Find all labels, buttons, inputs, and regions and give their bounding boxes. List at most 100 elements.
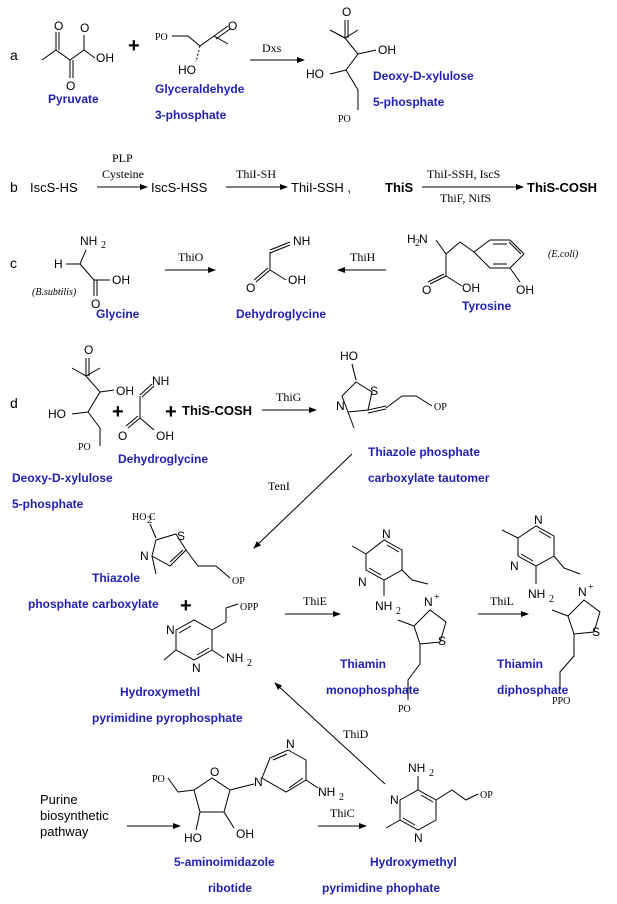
atom-oh: OH: [462, 281, 480, 295]
enzyme-plp: PLP: [112, 151, 133, 165]
air-label-line2: ribotide: [208, 881, 252, 895]
atom-o: O: [210, 765, 219, 779]
atom-oh: OH: [96, 51, 114, 65]
tyrosine-label: Tyrosine: [462, 299, 511, 313]
enzyme-thio: ThiO: [178, 250, 204, 264]
dehydroglycine-structure-c: NH O OH: [246, 234, 310, 295]
subscript-2: 2: [549, 594, 554, 605]
atom-o: O: [66, 79, 75, 93]
atom-o: O: [54, 19, 63, 33]
reaction-arrow-thid: [274, 682, 386, 785]
dxp-label-line1: Deoxy-D-xylulose: [373, 69, 474, 83]
subscript-2: 2: [147, 515, 152, 526]
atom-o: O: [118, 429, 127, 443]
enzyme-thih: ThiH: [350, 250, 376, 264]
enzyme-thid: ThiD: [343, 727, 369, 741]
plus-sign: +: [165, 401, 177, 423]
atom-n: N: [510, 559, 519, 573]
atom-s: S: [592, 625, 600, 639]
tmp-structure: N N NH 2 N + S PO: [351, 527, 447, 715]
atom-oh: OH: [156, 429, 174, 443]
atom-ho: HO: [48, 407, 66, 421]
atom-nh2: NH: [408, 761, 425, 775]
atom-nh2: NH: [226, 651, 243, 665]
atom-oh: OH: [378, 43, 396, 57]
hmp-p-structure: NH 2 N N OP: [385, 761, 493, 845]
atom-o: O: [84, 343, 93, 357]
section-d-label: d: [10, 395, 18, 411]
glycine-structure: NH 2 H OH O: [54, 234, 130, 311]
atom-h: H: [54, 257, 63, 271]
iscs-hs: IscS-HS: [30, 180, 78, 195]
dxp-structure-a: O OH HO PO: [306, 5, 396, 125]
atom-opp: OPP: [240, 602, 259, 613]
atom-po: PO: [78, 442, 91, 453]
atom-oh: OH: [516, 283, 534, 297]
dehydroglycine-label-d: Dehydroglycine: [118, 452, 208, 466]
atom-ho: HO: [340, 349, 358, 363]
atom-h2n: H N: [407, 232, 428, 246]
section-a-label: a: [10, 47, 18, 63]
organism-ecoli: (E.coli): [548, 249, 579, 260]
atom-n: N: [382, 527, 391, 541]
dxp-label-d-line2: 5-phosphate: [12, 497, 84, 511]
tdp-structure: N N NH 2 N + S PPO: [501, 513, 601, 707]
atom-nh2: NH: [528, 587, 545, 601]
section-b-label: b: [10, 179, 18, 195]
air-structure: PO O HO OH N N NH 2: [152, 737, 344, 845]
enzyme-thif-nifs: ThiF, NifS: [440, 191, 491, 205]
dehydroglycine-structure-d: NH O OH: [118, 374, 174, 443]
atom-nh2: NH: [80, 234, 97, 248]
organism-bsubtilis: (B.subtilis): [32, 287, 77, 298]
reaction-arrow-teni: [253, 453, 353, 549]
purine-line1: Purine: [40, 792, 78, 807]
atom-o: O: [228, 19, 237, 33]
hmp-pp-label-line2: pyrimidine pyrophosphate: [92, 711, 243, 725]
dxp-label-line2: 5-phosphate: [373, 95, 445, 109]
thiazole-tautomer-label-line2: carboxylate tautomer: [368, 471, 490, 485]
atom-ho: HO: [178, 63, 196, 77]
glyceraldehyde-3-phosphate-structure: PO O HO: [155, 19, 237, 77]
atom-o: O: [80, 21, 89, 35]
thiazole-carboxylate-label-line2: phosphate carboxylate: [28, 597, 159, 611]
dxp-label-d-line1: Deoxy-D-xylulose: [12, 471, 113, 485]
enzyme-thig: ThiG: [276, 390, 302, 404]
atom-op: OP: [480, 790, 493, 801]
enzyme-thil: ThiL: [490, 594, 514, 608]
subscript-2: 2: [396, 606, 401, 617]
enzyme-thii-ssh-iscs: ThiI-SSH, IscS: [427, 167, 500, 181]
thiazole-carboxylate-label-line1: Thiazole: [92, 571, 140, 585]
atom-n: N: [254, 775, 263, 789]
thii-ssh: ThiI-SSH ,: [291, 180, 351, 195]
tmp-label-line2: monophosphate: [326, 683, 420, 697]
atom-oh: OH: [236, 827, 254, 841]
atom-n: N: [166, 623, 175, 637]
atom-n: N: [336, 399, 345, 413]
atom-nplus: +: [434, 592, 440, 603]
g3p-label-line2: 3-phosphate: [155, 108, 227, 122]
atom-n: N: [390, 793, 399, 807]
this-cosh-d: ThiS-COSH: [182, 403, 252, 418]
atom-nh2: NH: [375, 599, 392, 613]
atom-o: O: [342, 5, 351, 19]
subscript-2: 2: [339, 792, 344, 803]
plus-sign: +: [112, 401, 124, 423]
atom-s: S: [370, 384, 378, 398]
hmp-p-label-line1: Hydroxymethyl: [370, 855, 457, 869]
atom-nplus: +: [588, 582, 594, 593]
thiazole-carboxylate-structure: HO C 2 S N OP: [132, 512, 245, 587]
enzyme-thie: ThiE: [303, 594, 327, 608]
pyruvate-label: Pyruvate: [48, 92, 99, 106]
atom-n: N: [424, 595, 433, 609]
atom-n: N: [286, 737, 295, 751]
purine-line2: biosynthetic: [40, 808, 109, 823]
enzyme-thic: ThiC: [330, 806, 355, 820]
atom-nh: NH: [293, 234, 310, 248]
dxp-structure-d: O OH HO PO: [48, 343, 134, 453]
atom-op: OP: [232, 576, 245, 587]
enzyme-teni: TenI: [268, 479, 290, 493]
plus-sign: +: [128, 35, 140, 57]
glycine-label: Glycine: [96, 307, 140, 321]
section-c-label: c: [10, 255, 17, 271]
atom-o: O: [422, 283, 431, 297]
